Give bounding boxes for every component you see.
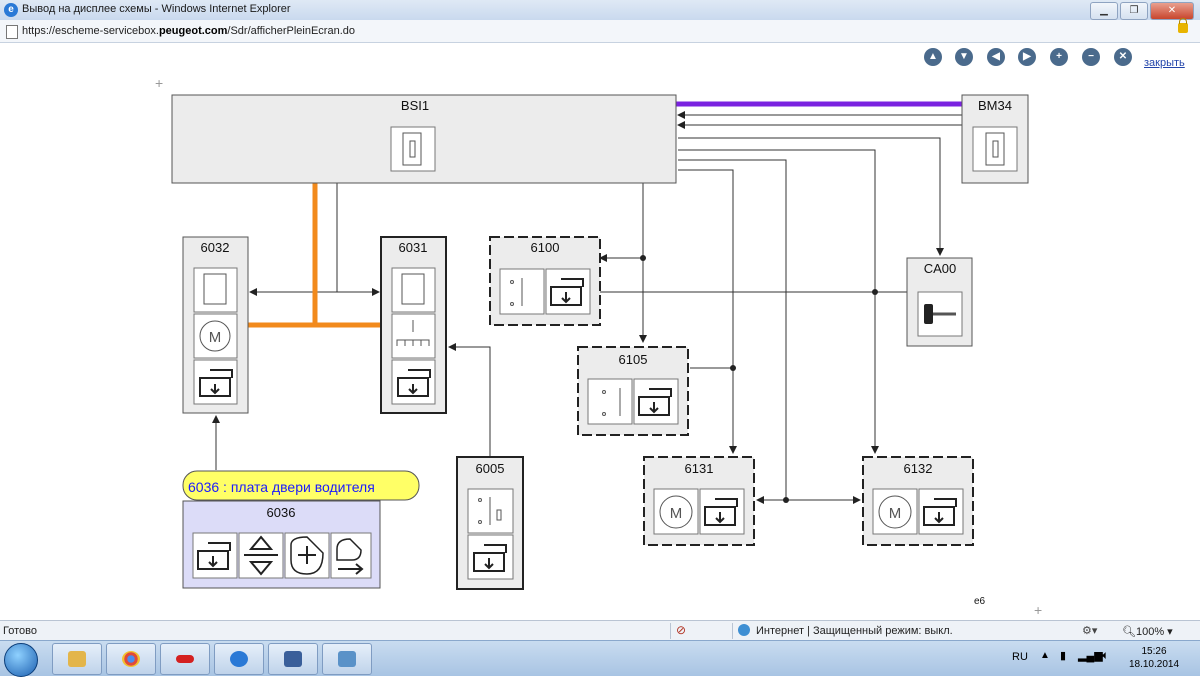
wiring-diagram: + +	[155, 75, 1042, 618]
clock-date: 18.10.2014	[1128, 659, 1180, 670]
settings-dropdown-icon[interactable]: ⚙▾	[1082, 625, 1098, 637]
tooltip-text: 6036 : плата двери водителя	[188, 479, 375, 495]
bm34-box[interactable]	[961, 94, 1029, 184]
corner-mark: e6	[974, 596, 986, 607]
address-bar[interactable]: https://escheme-servicebox.peugeot.com/S…	[0, 18, 1200, 43]
url-text[interactable]: https://escheme-servicebox.peugeot.com/S…	[22, 25, 355, 37]
close-window-button[interactable]: ✕	[1150, 2, 1194, 20]
right-icon[interactable]: ▶	[1018, 48, 1036, 66]
c6100-label: 6100	[531, 240, 560, 255]
zoom-out-icon[interactable]: −	[1082, 48, 1100, 66]
c6131-box[interactable]: M	[643, 456, 755, 546]
calculator-taskbar-button[interactable]	[268, 643, 318, 675]
down-icon[interactable]: ▼	[955, 48, 973, 66]
left-icon[interactable]: ◀	[987, 48, 1005, 66]
c6105-label: 6105	[619, 352, 648, 367]
c6031-box[interactable]	[380, 236, 447, 414]
ca00-label: CA00	[924, 261, 957, 276]
explorer-taskbar-button[interactable]	[52, 643, 102, 675]
close-schema-icon[interactable]: ✕	[1114, 48, 1132, 66]
c6132-box[interactable]: M	[862, 456, 974, 546]
c6032-box[interactable]: M	[182, 236, 249, 414]
start-button[interactable]	[4, 643, 38, 677]
ie-taskbar-button[interactable]	[214, 643, 264, 675]
globe-icon	[738, 624, 750, 636]
c6036-box[interactable]	[182, 500, 381, 589]
c6031-label: 6031	[399, 240, 428, 255]
bsi1-label: BSI1	[401, 98, 429, 113]
c6105-box[interactable]	[577, 346, 689, 436]
svg-text:+: +	[1034, 602, 1042, 618]
svg-text:M: M	[670, 505, 683, 522]
svg-text:+: +	[155, 75, 163, 91]
status-ready: Готово	[3, 625, 37, 637]
svg-text:M: M	[889, 505, 902, 522]
status-bar: Готово ⊘ Интернет | Защищенный режим: вы…	[0, 620, 1200, 641]
clock[interactable]: 15:26 18.10.2014	[1124, 645, 1184, 671]
up-icon[interactable]: ▲	[924, 48, 942, 66]
schema-viewer: ▲ ▼ ◀ ▶ + − ✕ закрыть + +	[0, 43, 1200, 620]
c6100-box[interactable]	[489, 236, 601, 326]
taskbar: RU ▲ ▮ ▂▄▆ 🔈︎ 15:26 18.10.2014	[0, 640, 1200, 677]
bm34-label: BM34	[978, 98, 1012, 113]
zoom-in-icon[interactable]: +	[1050, 48, 1068, 66]
c6132-label: 6132	[904, 461, 933, 476]
ca00-box[interactable]	[906, 257, 973, 347]
zoom-level[interactable]: 🔍︎100% ▾	[1122, 626, 1173, 638]
page-icon	[6, 25, 18, 39]
volume-icon[interactable]: 🔈︎	[1102, 648, 1110, 662]
restore-button[interactable]: ❐	[1120, 2, 1148, 20]
c6036-label: 6036	[267, 505, 296, 520]
protected-mode-icon[interactable]: ⊘	[676, 623, 687, 637]
minimize-button[interactable]: ▁	[1090, 2, 1118, 20]
c6005-box[interactable]	[456, 456, 524, 590]
tooltip	[182, 470, 420, 501]
image-viewer-taskbar-button[interactable]	[322, 643, 372, 675]
network-icon[interactable]: ▂▄▆	[1078, 650, 1103, 662]
battery-icon[interactable]: ▮	[1060, 650, 1067, 662]
c6005-label: 6005	[476, 461, 505, 476]
window-title: Вывод на дисплее схемы - Windows Interne…	[22, 3, 291, 15]
tray-expand-icon[interactable]: ▲	[1040, 650, 1050, 661]
c6032-label: 6032	[201, 240, 230, 255]
language-indicator[interactable]: RU	[1012, 651, 1028, 663]
window-titlebar: e Вывод на дисплее схемы - Windows Inter…	[0, 0, 1200, 21]
lock-icon[interactable]	[1178, 18, 1188, 33]
chrome-taskbar-button[interactable]	[106, 643, 156, 675]
bsi1-box[interactable]	[171, 94, 677, 184]
media-taskbar-button[interactable]	[160, 643, 210, 675]
security-zone[interactable]: Интернет | Защищенный режим: выкл.	[756, 625, 953, 637]
ie-logo-icon: e	[4, 3, 18, 17]
clock-time: 15:26	[1141, 646, 1167, 657]
c6131-label: 6131	[685, 461, 714, 476]
close-link[interactable]: закрыть	[1144, 57, 1185, 69]
svg-text:M: M	[209, 329, 222, 346]
